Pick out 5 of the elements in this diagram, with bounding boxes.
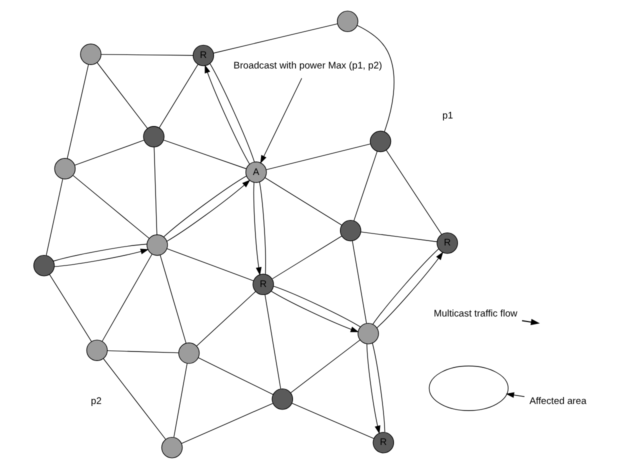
label: p1: [442, 110, 454, 122]
node-text: Broadcast with power Max (p1, p2): [234, 60, 382, 72]
label: p2: [90, 396, 102, 408]
node-text: Affected area: [529, 396, 586, 408]
legend-label: Multicast traffic flow: [434, 308, 518, 320]
